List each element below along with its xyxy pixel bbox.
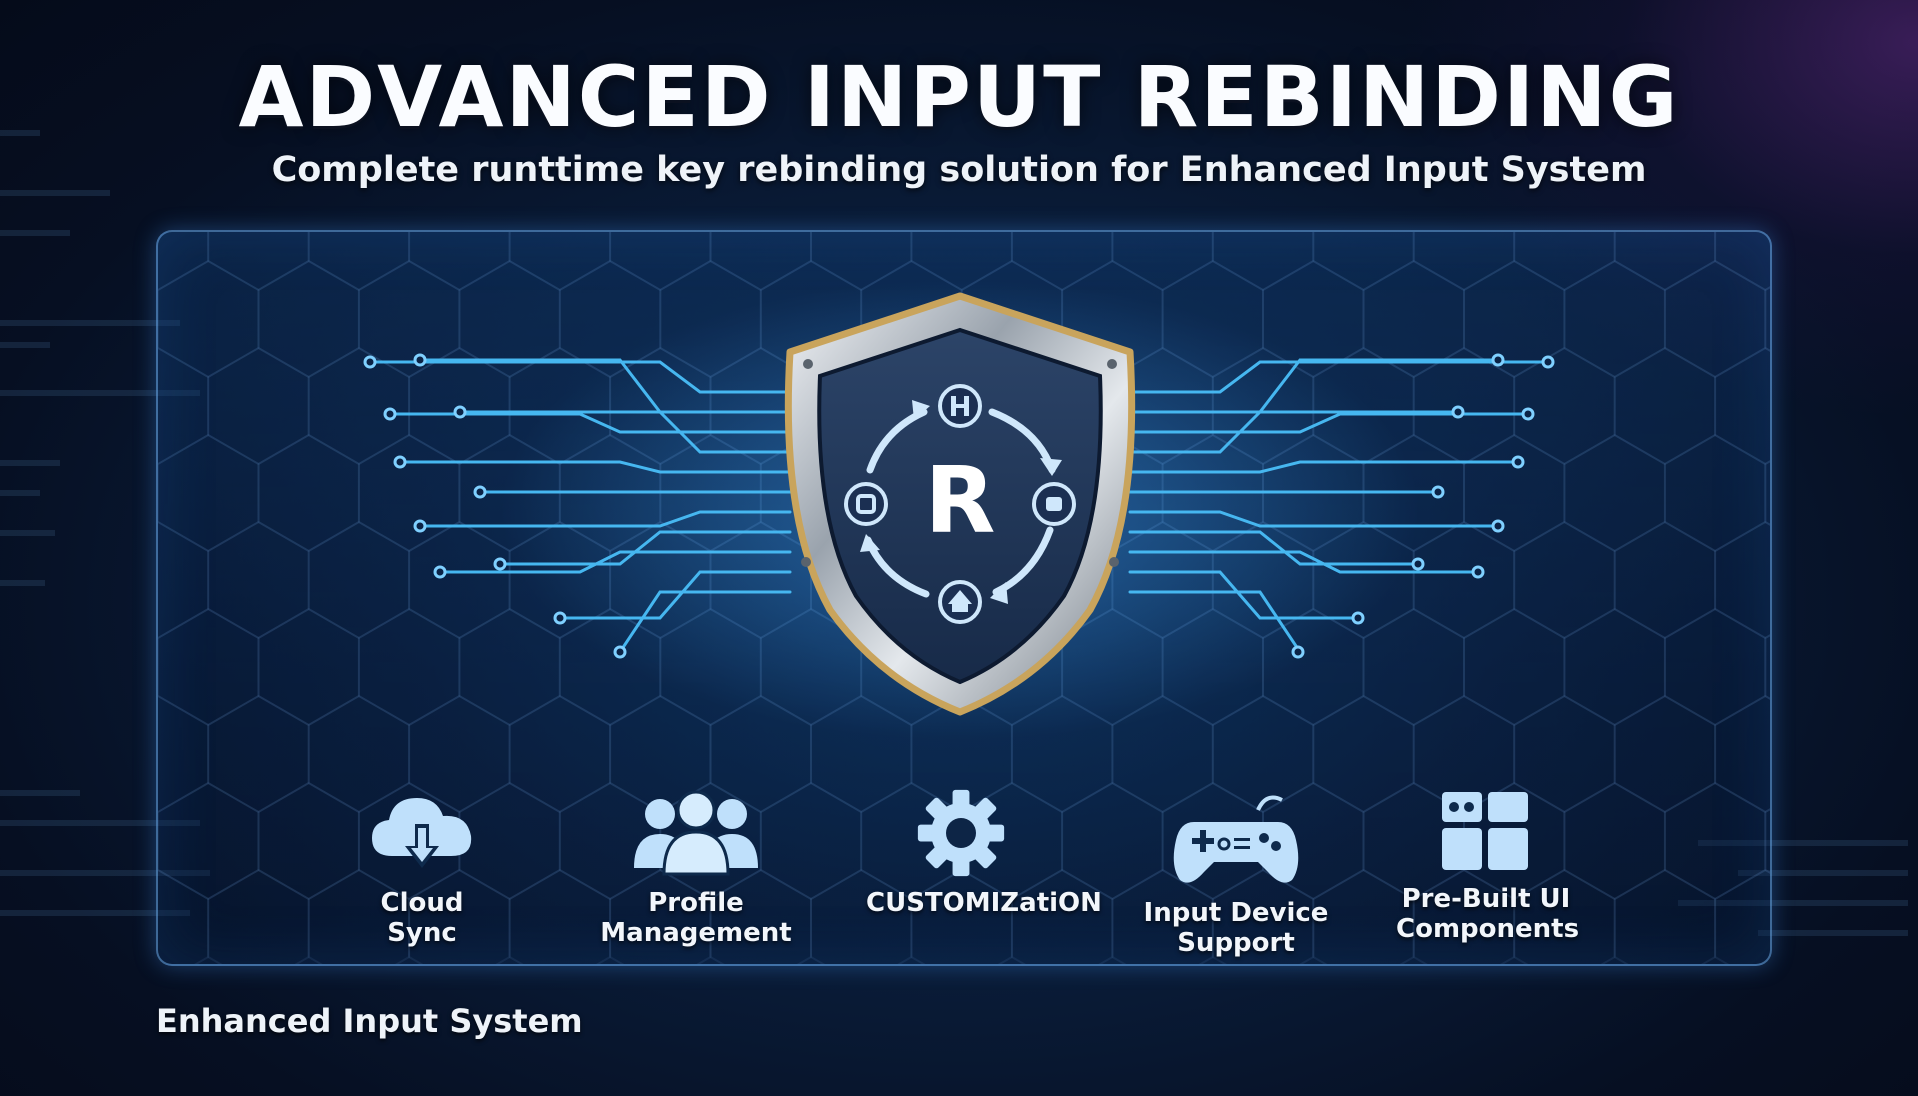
- background-code-decoration: [0, 130, 210, 916]
- users-icon: [634, 790, 758, 876]
- feature-label: Profile Management: [600, 888, 792, 948]
- page-subtitle: Complete runttime key rebinding solution…: [271, 150, 1647, 190]
- feature-customization: CUSTOMIZatiON: [866, 788, 1102, 968]
- feature-cloud-sync: Cloud Sync: [352, 788, 492, 968]
- page-title: ADVANCED INPUT REBINDING: [238, 48, 1680, 146]
- feature-label: CUSTOMIZatiON: [866, 888, 1102, 918]
- feature-label: Cloud Sync: [380, 888, 464, 948]
- background-code-decoration-right: [1678, 840, 1908, 936]
- background-glow: [1398, 0, 1918, 420]
- feature-label: Input Device Support: [1143, 898, 1329, 958]
- feature-input-device-support: Input Device Support: [1106, 788, 1366, 968]
- footer-label: Enhanced Input System: [156, 1002, 583, 1040]
- feature-label: Pre-Built UI Components: [1396, 884, 1580, 944]
- grid-layout-icon: [1442, 792, 1528, 870]
- feature-pre-built-ui-components: Pre-Built UI Components: [1396, 788, 1580, 968]
- gamepad-icon: [1173, 795, 1299, 883]
- feature-profile-management: Profile Management: [566, 788, 826, 968]
- gear-icon: [917, 789, 1005, 877]
- cloud-download-icon: [372, 798, 472, 868]
